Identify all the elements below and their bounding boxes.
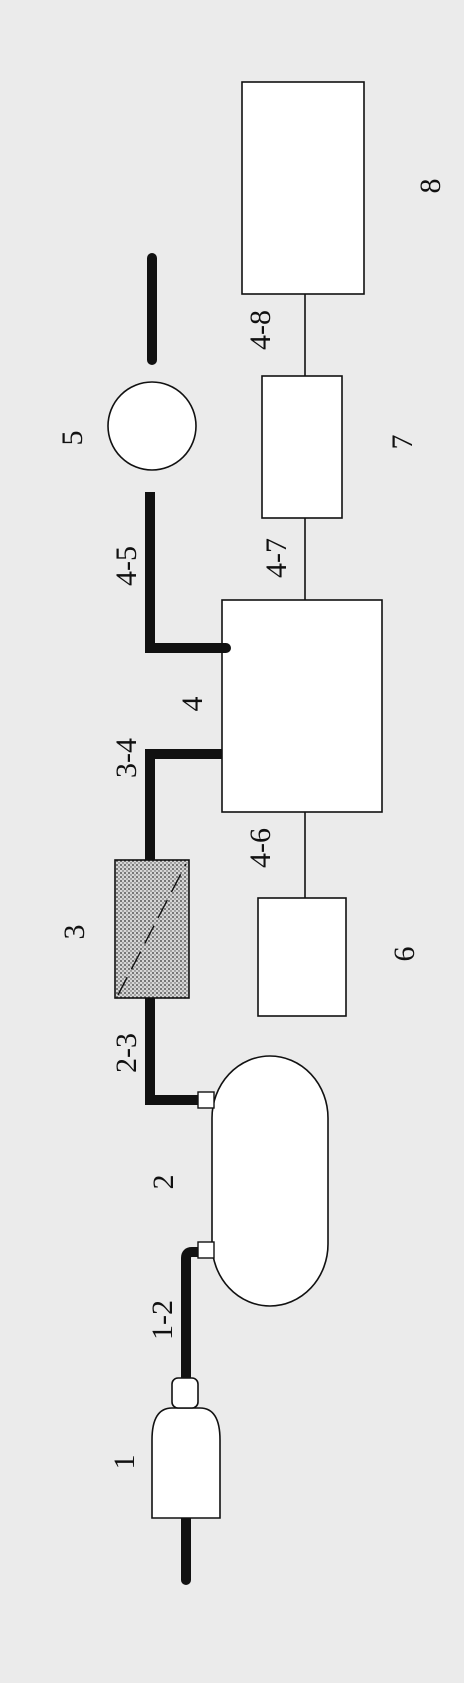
component-1-nozzle — [171, 1377, 199, 1409]
label-1: 1 — [108, 1455, 141, 1470]
label-1-2: 1-2 — [146, 1300, 179, 1340]
tank-body — [211, 1055, 329, 1307]
tank-outlet-port — [197, 1091, 215, 1109]
label-4-5: 4-5 — [110, 546, 143, 586]
label-3: 3 — [58, 925, 91, 940]
pipe-1-2 — [181, 1247, 200, 1378]
label-4-7: 4-7 — [260, 538, 293, 578]
label-4: 4 — [176, 697, 209, 712]
circle-device — [107, 381, 197, 471]
component-2 — [197, 1055, 329, 1307]
tank-inlet-port — [197, 1241, 215, 1259]
label-5: 5 — [56, 431, 89, 446]
pipe-4-5-end — [221, 643, 231, 653]
label-4-6: 4-6 — [244, 828, 277, 868]
pipe-4-5 — [145, 492, 226, 653]
component-4-box — [221, 599, 383, 813]
filter-diagonal — [117, 863, 187, 996]
label-7: 7 — [386, 435, 419, 450]
label-2: 2 — [147, 1175, 180, 1190]
label-8: 8 — [414, 179, 447, 194]
component-3 — [114, 859, 190, 999]
label-3-4: 3-4 — [110, 738, 143, 778]
component-7-box — [261, 375, 343, 519]
component-8-box — [241, 81, 365, 295]
pipe-3-4 — [145, 749, 226, 860]
label-2-3: 2-3 — [110, 1033, 143, 1073]
label-4-8: 4-8 — [244, 310, 277, 350]
label-6: 6 — [388, 947, 421, 962]
component-6-box — [257, 897, 347, 1017]
component-1 — [151, 1377, 221, 1585]
pipe-2-3 — [145, 995, 198, 1105]
component-5 — [107, 253, 197, 471]
component-1-body — [151, 1407, 221, 1519]
